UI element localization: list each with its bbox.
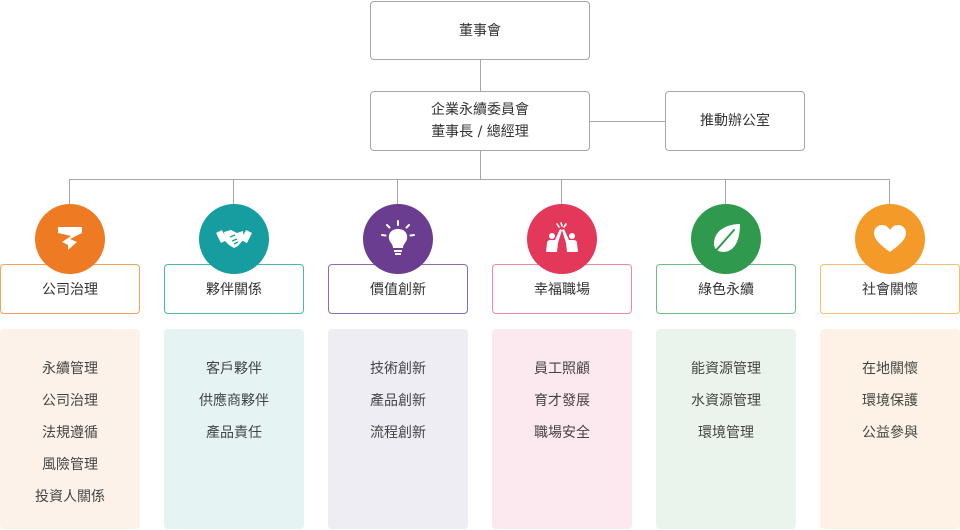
pillar-green: 綠色永續 能資源管理 水資源管理 環境管理: [656, 0, 796, 530]
pillar-panel: 技術創新 產品創新 流程創新: [328, 329, 468, 529]
pillar-connector: [233, 179, 234, 205]
list-item: 產品創新: [370, 393, 426, 409]
lightbulb-icon: [363, 204, 433, 274]
list-item: 供應商夥伴: [199, 393, 269, 409]
committee-line-2: 董事長 / 總經理: [431, 124, 529, 140]
pillar-connector: [889, 179, 890, 205]
board-node: 董事會: [370, 1, 590, 60]
connector-board-committee: [480, 60, 481, 91]
pillar-panel: 在地關懷 環境保護 公益參與: [820, 329, 960, 529]
connector-committee-down: [480, 151, 481, 179]
pillar-panel: 永續管理 公司治理 法規遵循 風險管理 投資人關係: [0, 329, 140, 529]
pillar-connector: [397, 179, 398, 205]
office-node: 推動辦公室: [665, 91, 805, 151]
list-item: 能資源管理: [691, 361, 761, 377]
list-item: 環境管理: [698, 425, 754, 441]
leaf-icon: [691, 204, 761, 274]
pillar-innovation: 價值創新 技術創新 產品創新 流程創新: [328, 0, 468, 530]
list-item: 永續管理: [42, 361, 98, 377]
pillar-connector: [69, 179, 70, 205]
high-five-icon: [527, 204, 597, 274]
pillar-connector: [561, 179, 562, 205]
list-item: 育才發展: [534, 393, 590, 409]
list-item: 水資源管理: [691, 393, 761, 409]
list-item: 員工照顧: [534, 361, 590, 377]
list-item: 環境保護: [862, 393, 918, 409]
list-item: 流程創新: [370, 425, 426, 441]
handshake-icon: [199, 204, 269, 274]
list-item: 風險管理: [42, 457, 98, 473]
board-label: 董事會: [459, 22, 501, 39]
list-item: 在地關懷: [862, 361, 918, 377]
pillar-social: 社會關懷 在地關懷 環境保護 公益參與: [820, 0, 960, 530]
committee-node: 企業永續委員會 董事長 / 總經理: [370, 91, 590, 151]
office-label: 推動辦公室: [700, 113, 770, 129]
list-item: 客戶夥伴: [206, 361, 262, 377]
list-item: 公司治理: [42, 393, 98, 409]
list-item: 公益參與: [862, 425, 918, 441]
tape-ribbon-icon: [35, 204, 105, 274]
pillar-connector: [725, 179, 726, 205]
pillar-panel: 能資源管理 水資源管理 環境管理: [656, 329, 796, 529]
pillar-workplace: 幸福職場 員工照顧 育才發展 職場安全: [492, 0, 632, 530]
pillar-partnership: 夥伴關係 客戶夥伴 供應商夥伴 產品責任: [164, 0, 304, 530]
committee-line-1: 企業永續委員會: [431, 102, 529, 118]
connector-horizontal-bus: [69, 179, 890, 180]
pillar-panel: 客戶夥伴 供應商夥伴 產品責任: [164, 329, 304, 529]
pillar-panel: 員工照顧 育才發展 職場安全: [492, 329, 632, 529]
connector-committee-office: [590, 121, 665, 122]
list-item: 法規遵循: [42, 425, 98, 441]
list-item: 投資人關係: [35, 489, 105, 505]
list-item: 職場安全: [534, 425, 590, 441]
list-item: 產品責任: [206, 425, 262, 441]
heart-icon: [855, 204, 925, 274]
list-item: 技術創新: [370, 361, 426, 377]
pillar-governance: 公司治理 永續管理 公司治理 法規遵循 風險管理 投資人關係: [0, 0, 140, 530]
